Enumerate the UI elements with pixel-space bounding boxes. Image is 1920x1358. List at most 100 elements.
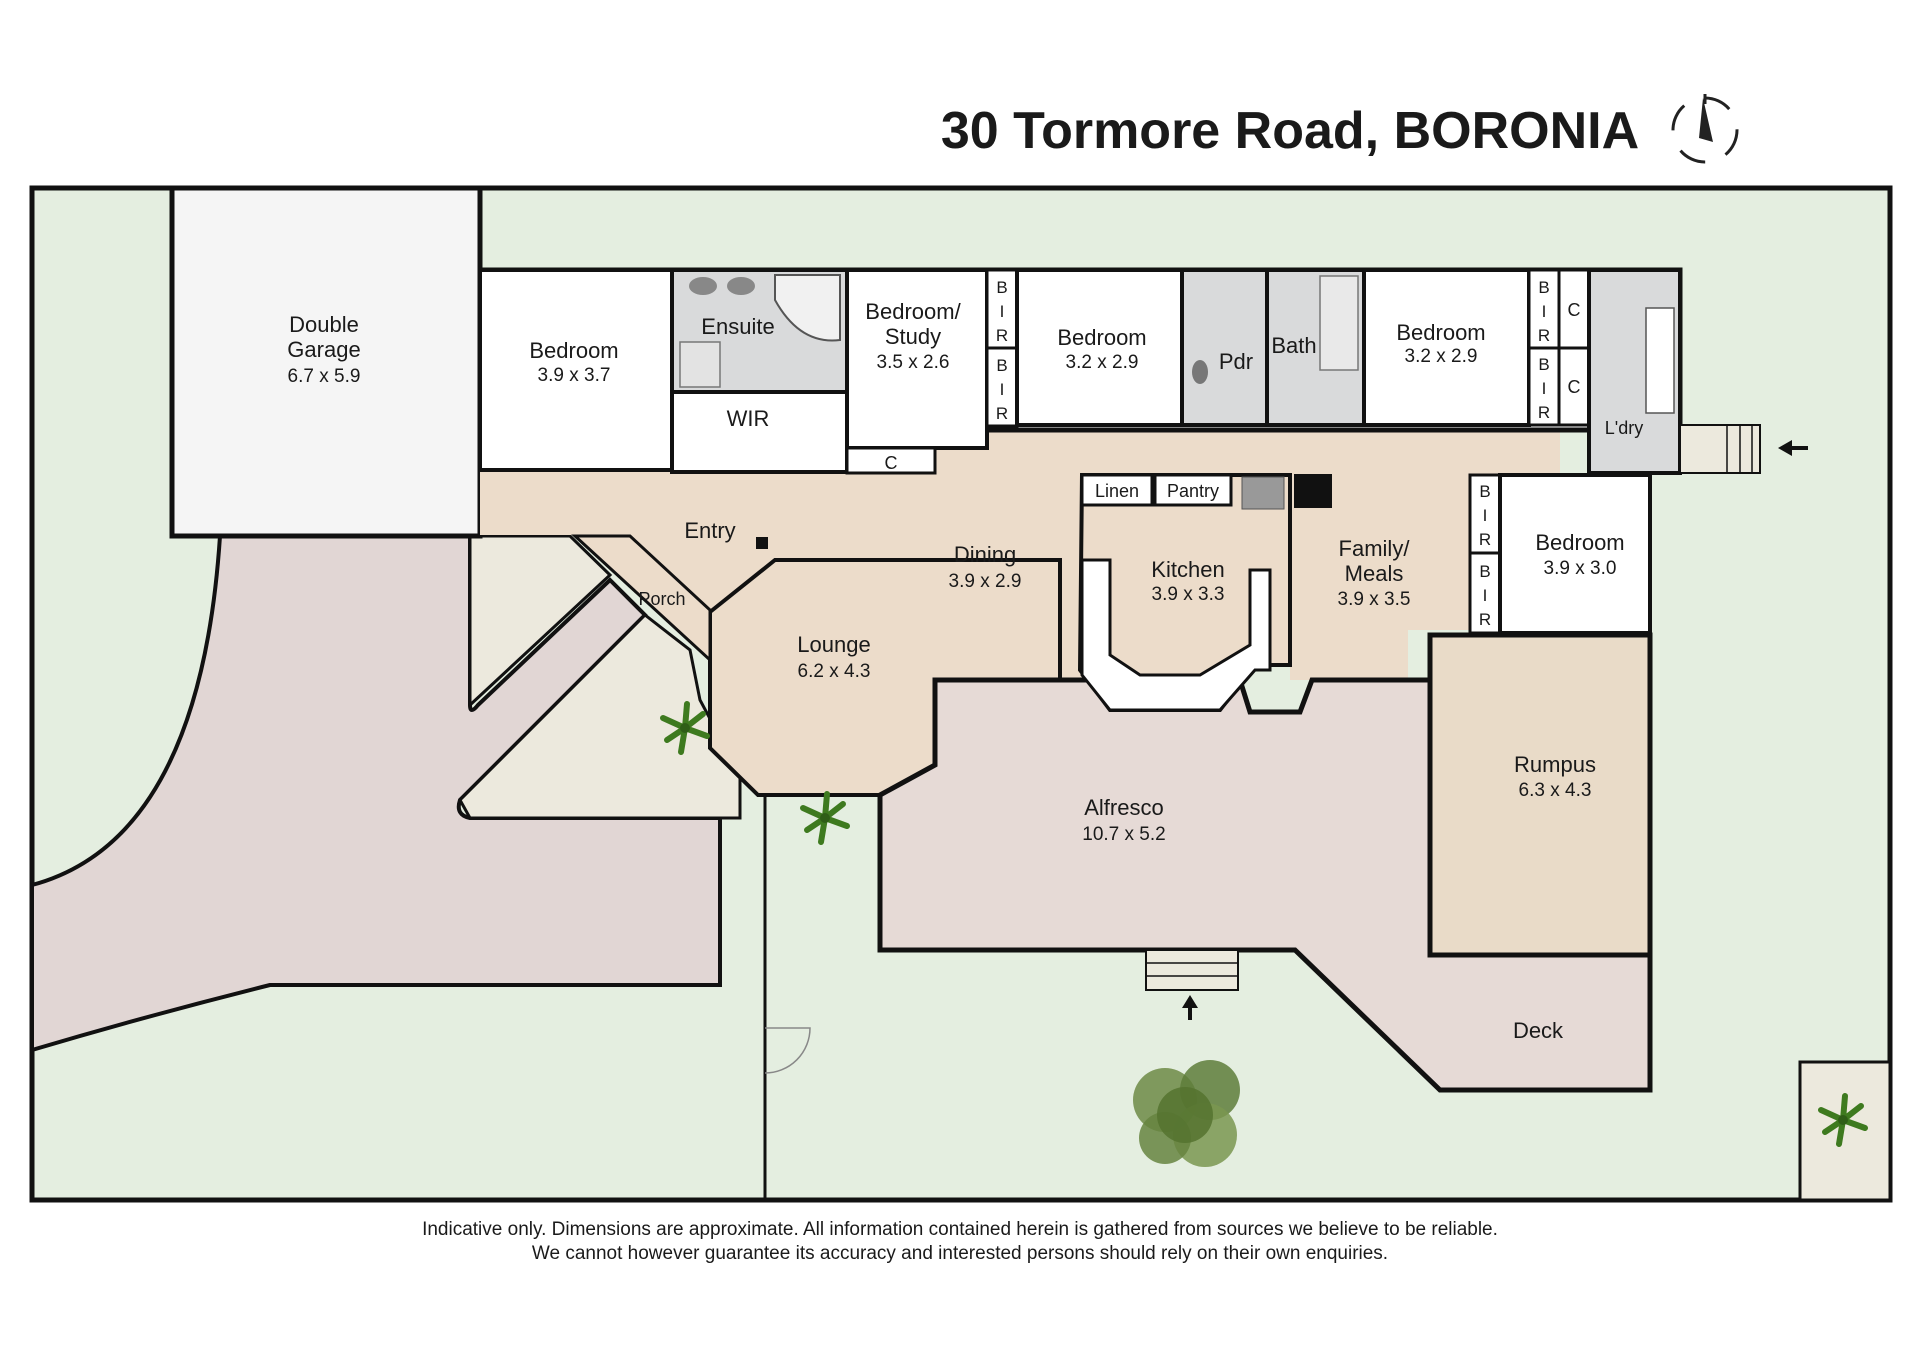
bir-b4-bottom bbox=[1468, 551, 1502, 635]
arrow-left-icon bbox=[1778, 440, 1808, 456]
laundry-bench bbox=[1645, 307, 1675, 414]
bedroom-3-dimensions: 3.2 x 2.9 bbox=[1405, 346, 1478, 367]
svg-text:B: B bbox=[1479, 562, 1490, 581]
bedroom-2-label: Bedroom bbox=[1057, 325, 1146, 350]
driveway bbox=[30, 534, 722, 1053]
bir-study-bottom-label: B I R bbox=[996, 356, 1008, 423]
entry-label: Entry bbox=[684, 518, 735, 543]
study-dimensions: 3.5 x 2.6 bbox=[877, 352, 950, 373]
gate bbox=[764, 1027, 811, 1074]
front-paving bbox=[468, 534, 613, 709]
palm-tree-icon bbox=[1818, 1093, 1868, 1147]
bedroom-4-label: Bedroom bbox=[1535, 530, 1624, 555]
svg-text:R: R bbox=[996, 404, 1008, 423]
svg-text:B: B bbox=[1479, 482, 1490, 501]
basin-icon bbox=[727, 277, 755, 295]
svg-text:I: I bbox=[1483, 586, 1488, 605]
appliance-icon bbox=[1294, 474, 1332, 508]
bathtub-icon bbox=[774, 274, 841, 342]
bedroom-1-label: Bedroom bbox=[529, 338, 618, 363]
kitchen-label: Kitchen bbox=[1151, 557, 1224, 582]
cupboard-top-label: C bbox=[1568, 300, 1581, 320]
palm-tree-icon bbox=[800, 791, 850, 845]
fridge-icon bbox=[1241, 476, 1285, 510]
svg-text:B: B bbox=[996, 356, 1007, 375]
svg-text:I: I bbox=[1483, 506, 1488, 525]
kitchen-bench bbox=[1080, 558, 1272, 712]
family-dimensions: 3.9 x 3.5 bbox=[1338, 589, 1411, 610]
svg-text:I: I bbox=[1542, 379, 1547, 398]
garage-dimensions: 6.7 x 5.9 bbox=[288, 366, 361, 387]
cupboard-label: C bbox=[885, 453, 898, 473]
svg-text:B: B bbox=[1538, 355, 1549, 374]
bedroom-3-label: Bedroom bbox=[1396, 320, 1485, 345]
double-garage bbox=[169, 185, 483, 539]
powder-room bbox=[1180, 268, 1269, 427]
garage-label: Double bbox=[289, 312, 359, 337]
pdr-label: Pdr bbox=[1219, 349, 1253, 374]
kitchen-dimensions: 3.9 x 3.3 bbox=[1152, 584, 1225, 605]
toilet-icon bbox=[1192, 360, 1208, 384]
basin-icon bbox=[689, 277, 717, 295]
cupboard-bottom-label: C bbox=[1568, 377, 1581, 397]
alfresco-steps bbox=[1145, 949, 1239, 991]
entry-post bbox=[756, 537, 768, 549]
svg-text:B: B bbox=[1538, 278, 1549, 297]
svg-text:R: R bbox=[996, 326, 1008, 345]
arrow-up-icon bbox=[1182, 995, 1198, 1020]
tree-icon bbox=[1133, 1060, 1240, 1167]
bathtub-icon bbox=[1319, 275, 1359, 371]
linen-label: Linen bbox=[1095, 481, 1139, 501]
bedroom-3 bbox=[1362, 268, 1531, 427]
bir-b3-bottom bbox=[1527, 346, 1561, 427]
laundry-label: L'dry bbox=[1605, 418, 1643, 438]
pantry-label: Pantry bbox=[1167, 481, 1219, 501]
ensuite-label: Ensuite bbox=[701, 314, 774, 339]
porch-label: Porch bbox=[638, 589, 685, 609]
garage-label: Garage bbox=[287, 337, 360, 362]
svg-text:I: I bbox=[1000, 380, 1005, 399]
dining-label: Dining bbox=[954, 542, 1016, 567]
linen bbox=[1080, 473, 1154, 507]
bath-label: Bath bbox=[1271, 333, 1316, 358]
disclaimer-line-1: Indicative only. Dimensions are approxim… bbox=[422, 1219, 1498, 1240]
corner-garden bbox=[1798, 1060, 1892, 1202]
family-label: Meals bbox=[1345, 561, 1404, 586]
svg-text:R: R bbox=[1538, 326, 1550, 345]
study-label: Study bbox=[885, 324, 941, 349]
study-cupboard bbox=[845, 446, 937, 475]
bir-b4-bottom-label: B I R bbox=[1479, 562, 1491, 629]
svg-text:I: I bbox=[1542, 302, 1547, 321]
lounge-label: Lounge bbox=[797, 632, 870, 657]
study-label: Bedroom/ bbox=[865, 299, 961, 324]
lounge-dimensions: 6.2 x 4.3 bbox=[798, 661, 871, 682]
rumpus bbox=[1427, 632, 1653, 958]
svg-text:R: R bbox=[1479, 530, 1491, 549]
wir bbox=[670, 390, 849, 474]
deck-label: Deck bbox=[1513, 1018, 1564, 1043]
rumpus-label: Rumpus bbox=[1514, 752, 1596, 777]
property-title: 30 Tormore Road, BORONIA bbox=[941, 102, 1639, 160]
bedroom-1-dimensions: 3.9 x 3.7 bbox=[538, 365, 611, 386]
family-label: Family/ bbox=[1339, 536, 1411, 561]
disclaimer-line-2: We cannot however guarantee its accuracy… bbox=[531, 1243, 1389, 1264]
bedroom-2-dimensions: 3.2 x 2.9 bbox=[1066, 352, 1139, 373]
bir-b3-top-label: B I R bbox=[1538, 278, 1550, 345]
palm-tree-icon bbox=[660, 701, 710, 755]
alfresco-label: Alfresco bbox=[1084, 795, 1163, 820]
rumpus-dimensions: 6.3 x 4.3 bbox=[1519, 780, 1592, 801]
pantry bbox=[1153, 473, 1233, 507]
rear-steps bbox=[1679, 424, 1761, 474]
bir-study-top-label: B I R bbox=[996, 278, 1008, 345]
bir-b3-bottom-label: B I R bbox=[1538, 355, 1550, 422]
bedroom-4-dimensions: 3.9 x 3.0 bbox=[1544, 558, 1617, 579]
porch bbox=[571, 534, 712, 664]
compass-icon bbox=[1671, 94, 1739, 164]
shower-icon bbox=[679, 341, 721, 388]
dining-dimensions: 3.9 x 2.9 bbox=[949, 571, 1022, 592]
svg-text:R: R bbox=[1479, 610, 1491, 629]
wir-label: WIR bbox=[727, 406, 770, 431]
svg-text:R: R bbox=[1538, 403, 1550, 422]
bir-b4-top-label: B I R bbox=[1479, 482, 1491, 549]
